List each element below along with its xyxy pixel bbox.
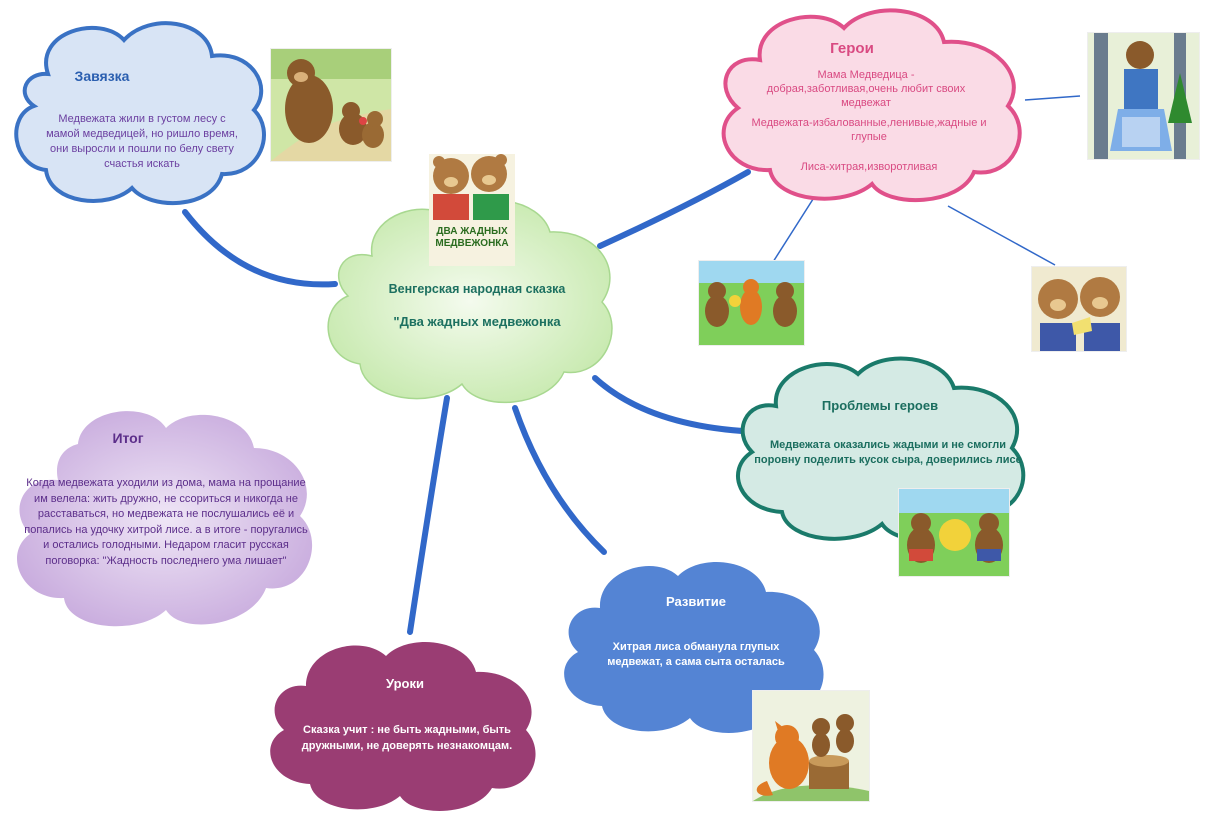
heroes-mother-text: Мама Медведица - добрая,заботливая,очень… — [766, 69, 966, 109]
book-title-line1: ДВА ЖАДНЫХ — [436, 226, 508, 237]
connector-development — [512, 405, 607, 555]
lessons-title: Уроки — [386, 676, 424, 691]
connector-problems — [592, 375, 763, 435]
center-title: "Два жадных медвежонка — [393, 314, 561, 329]
book-title-line2: МЕДВЕЖОНКА — [435, 238, 509, 249]
bears-pancake-image — [898, 488, 1010, 577]
lessons-cloud: Уроки Сказка учит : не быть жадными, быт… — [262, 636, 542, 812]
heroes-bears-text: Медвежата-избалованные,ленивые,жадные и … — [751, 117, 987, 143]
mother-bear-image — [1087, 32, 1200, 160]
lessons-text: Сказка учит : не быть жадными, быть друж… — [301, 724, 513, 752]
center-cloud: Венгерская народная сказка "Два жадных м… — [327, 186, 618, 408]
heroes-fox-text: Лиса-хитрая,изворотливая — [800, 161, 938, 173]
problems-text: Медвежата оказались жадыми и не смогли п… — [754, 439, 1022, 466]
setup-text: Медвежата жили в густом лесу с мамой мед… — [46, 113, 238, 170]
development-text: Хитрая лиса обманула глупых медвежат, а … — [607, 641, 785, 668]
result-title: Итог — [112, 430, 144, 446]
connector-heroes — [597, 169, 751, 249]
bears-fox-image — [698, 260, 805, 346]
connector-heroes-mother — [1024, 95, 1081, 101]
result-cloud: Итог Когда медвежата уходили из дома, ма… — [8, 404, 324, 642]
result-text: Когда медвежата уходили из дома, мама на… — [24, 477, 308, 567]
connector-heroes-fox — [772, 195, 816, 263]
fox-bears-stump-image — [752, 690, 870, 802]
connector-setup — [182, 209, 338, 288]
connector-heroes-bears — [947, 205, 1056, 266]
setup-bears-image — [270, 48, 392, 162]
development-title: Развитие — [666, 594, 726, 609]
setup-cloud: Завязка Медвежата жили в густом лесу с м… — [12, 14, 274, 206]
center-subtitle: Венгерская народная сказка — [388, 282, 566, 296]
heroes-cloud: Герои Мама Медведица - добрая,заботливая… — [712, 2, 1030, 208]
book-cover-image: ДВА ЖАДНЫХ МЕДВЕЖОНКА — [429, 154, 515, 266]
heroes-title: Герои — [830, 40, 874, 57]
connector-lessons — [407, 395, 450, 635]
setup-title: Завязка — [74, 68, 130, 84]
problems-title: Проблемы героев — [821, 398, 939, 413]
two-bears-cheese-image — [1031, 266, 1127, 352]
